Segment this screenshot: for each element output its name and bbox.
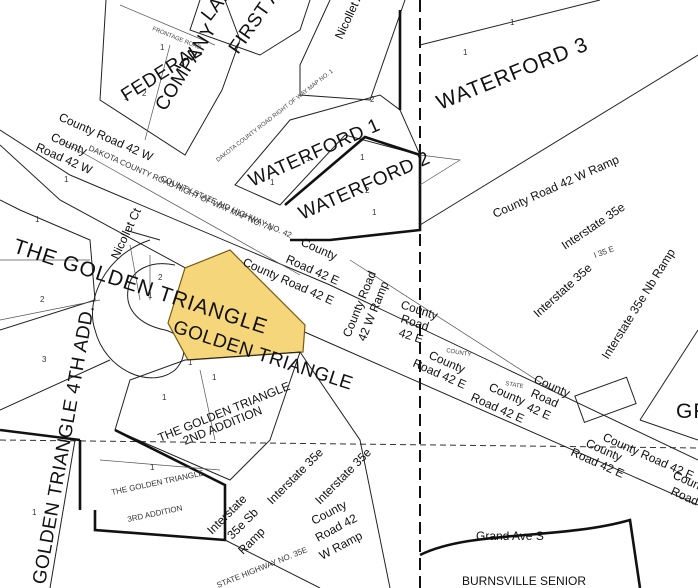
burnsville-senior-label: BURNSVILLE SENIOR [462, 574, 586, 588]
gt-4th-add-label: GOLDEN TRIANGLE 4TH ADD. [29, 304, 99, 586]
lot-number: 2 [142, 89, 147, 98]
cul-de-sac-lot-line [129, 244, 141, 301]
east-parcel-line [639, 329, 698, 421]
frontage-road-line [119, 4, 216, 46]
golden-triangle-west-lots [0, 199, 96, 331]
lot-number: 1 [64, 175, 69, 184]
federal-inner-line [144, 44, 171, 141]
lot-number: 1 [212, 373, 217, 382]
lot-number: 2 [370, 95, 375, 104]
lot-number: 1 [270, 178, 275, 187]
interstate-corridor-west [299, 351, 391, 588]
first-addition-label: FIRST ADDI [225, 0, 305, 58]
lot-number: 1 [306, 154, 311, 163]
state-small-label: STATE [505, 381, 524, 390]
interstate-corridor-south [224, 539, 321, 588]
waterford3-label: WATERFORD 3 [433, 33, 591, 115]
burnsville-senior-boundary [419, 518, 642, 588]
lot-number: 2 [158, 273, 163, 282]
grand-ave-s-label: Grand Ave S [476, 529, 544, 543]
county-road-42-north-edge [0, 129, 698, 461]
waterford1-parcel [234, 94, 421, 206]
row-line-a [59, 139, 301, 276]
i35e-small-label: I 35 E [593, 244, 616, 260]
lot-number: 1 [372, 208, 377, 217]
gt-3rd-addition-line1: THE GOLDEN TRIANGLE [111, 469, 205, 497]
4th-add-north-line [0, 428, 81, 442]
nicollet-ct-cul-de-sac [91, 239, 185, 379]
lot-number: 1 [148, 291, 153, 300]
4th-add-strip-line [49, 439, 76, 588]
lot-divider-2 [0, 299, 101, 321]
waterford3-north-line [419, 0, 601, 46]
waterford-wedge [419, 154, 462, 186]
cr42w-ramp-label: County Road 42 W Ramp [491, 152, 622, 221]
county-road-42-south-edge [0, 144, 698, 506]
lot-number: 1 [360, 153, 365, 162]
interstate35e-label-a: Interstate 35e [559, 200, 628, 253]
lot-number: 2 [365, 186, 370, 195]
3rd-addition-divider [99, 459, 221, 471]
cul-de-sac-top-line [124, 229, 161, 241]
gr-partial-label: GR [676, 400, 698, 423]
east-parcel-line-2 [639, 419, 698, 441]
nicollet-ct-label: Nicollet Ct [108, 205, 144, 261]
small-building [574, 376, 637, 424]
row-line-b [349, 259, 561, 396]
section-line-horizontal [0, 439, 698, 449]
lot-number: 1 [150, 463, 155, 472]
state-highway-35e-label: STATE HIGHWAY NO. 35E [215, 545, 308, 588]
lot-number: 1 [510, 18, 515, 27]
interstate35e-label-b: Interstate 35e [531, 261, 595, 321]
lot-number: 1 [162, 393, 167, 402]
labels: THE GOLDEN TRIANGLE GOLDEN TRIANGLE WATE… [10, 0, 698, 588]
lot-number: 2 [40, 295, 45, 304]
land-parcel [189, 0, 311, 56]
lot-numbers: 1 2 1 1 2 1 1 2 1 1 1 2 3 1 1 1 1 1 2 1 … [32, 18, 515, 517]
nicollet-ave-s-label: Nicollet Ave S [332, 0, 376, 41]
gt-3rd-addition-line2: 3RD ADDITION [127, 503, 184, 523]
2nd-addition-divider [199, 369, 216, 441]
lot-number: 3 [42, 355, 47, 364]
waterford2-boundary [284, 135, 422, 242]
lot-number: 1 [124, 93, 129, 102]
lot-number: 1 [32, 508, 37, 517]
lot-number: 1 [35, 215, 40, 224]
lot-number: 1 [463, 48, 468, 57]
lot-number: 1 [188, 358, 193, 367]
lot-south-line [0, 359, 111, 411]
interstate35e-nb-ramp-label: Interstate 35e Nb Ramp [599, 246, 679, 362]
first-addition-parcel [299, 0, 406, 101]
federal-company-parcel [99, 0, 241, 156]
waterford3-south-line [419, 54, 698, 226]
lot-number: 1 [160, 43, 165, 52]
county-small-label: COUNTY [446, 348, 472, 358]
